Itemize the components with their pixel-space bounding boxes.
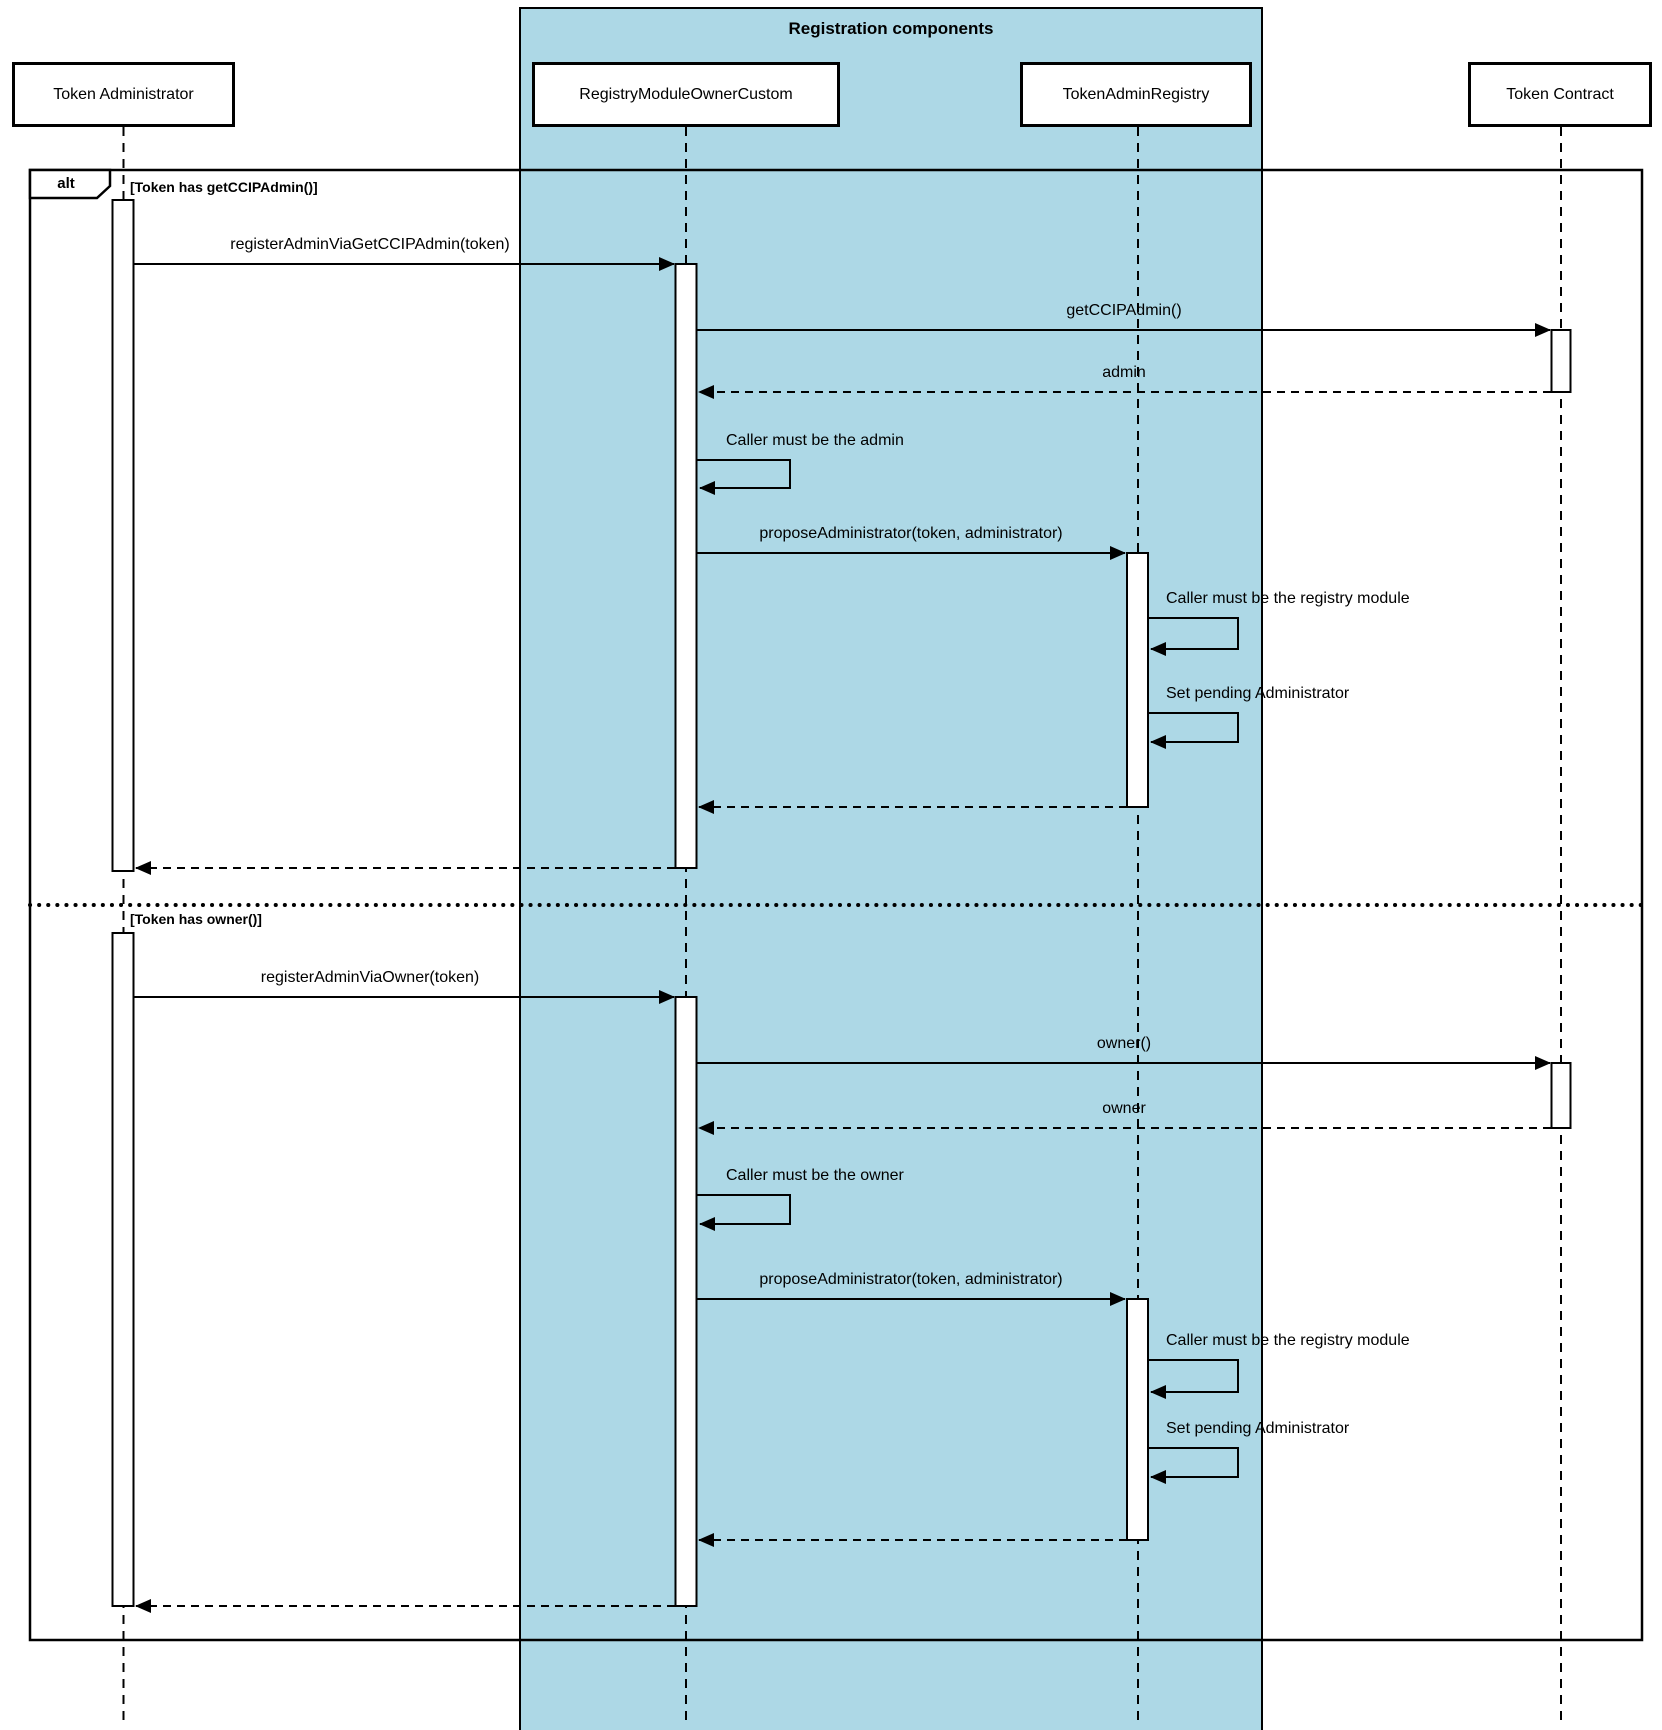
label-set-pending-administrator-2: Set pending Administrator [1166,1420,1350,1437]
participant-label: Token Administrator [53,85,194,103]
label-caller-must-be-registry-1: Caller must be the registry module [1166,590,1410,607]
self-message-caller-must-be-owner [697,1194,791,1231]
activation-registry-module-1 [674,263,698,869]
self-message-set-pending-administrator-2 [1148,1447,1239,1484]
self-message-caller-must-be-admin [697,459,791,495]
alt-operator-label: alt [57,175,75,192]
label-register-getccipadmin: registerAdminViaGetCCIPAdmin(token) [230,236,510,253]
label-caller-must-be-registry-2: Caller must be the registry module [1166,1332,1410,1349]
activation-token-admin-registry-2 [1126,1298,1149,1541]
activation-token-contract-1 [1550,329,1572,393]
label-get-ccip-admin: getCCIPAdmin() [1066,302,1182,319]
alt-operator-pentagon [28,168,112,200]
participant-label: Token Contract [1506,85,1614,103]
participant-registry-module-owner-custom: RegistryModuleOwnerCustom [532,62,840,127]
self-message-caller-must-be-registry-2 [1148,1359,1239,1399]
activation-token-administrator-1 [111,199,135,872]
label-owner-return: owner [1102,1100,1146,1117]
alt-condition-2: [Token has owner()] [130,911,262,927]
label-register-owner: registerAdminViaOwner(token) [260,969,480,986]
activation-token-contract-2 [1550,1062,1572,1129]
activation-token-administrator-2 [111,932,135,1607]
participant-token-contract: Token Contract [1468,62,1652,127]
participant-token-administrator: Token Administrator [12,62,235,127]
participant-label: RegistryModuleOwnerCustom [579,85,793,103]
label-caller-must-be-admin: Caller must be the admin [726,432,904,449]
alt-condition-1: [Token has getCCIPAdmin()] [130,179,318,195]
participant-token-admin-registry: TokenAdminRegistry [1020,62,1252,127]
self-message-set-pending-administrator-1 [1148,712,1239,749]
label-admin-return: admin [1102,364,1146,381]
group-title: Registration components [788,19,994,38]
label-caller-must-be-owner: Caller must be the owner [726,1167,904,1184]
participant-label: TokenAdminRegistry [1062,85,1210,103]
label-propose-administrator-2: proposeAdministrator(token, administrato… [759,1271,1063,1288]
label-propose-administrator-1: proposeAdministrator(token, administrato… [759,525,1063,542]
activation-token-admin-registry-1 [1126,552,1149,808]
activation-registry-module-2 [674,996,698,1607]
label-set-pending-administrator-1: Set pending Administrator [1166,685,1350,702]
self-message-caller-must-be-registry-1 [1148,617,1239,656]
label-owner-call: owner() [1096,1035,1152,1052]
